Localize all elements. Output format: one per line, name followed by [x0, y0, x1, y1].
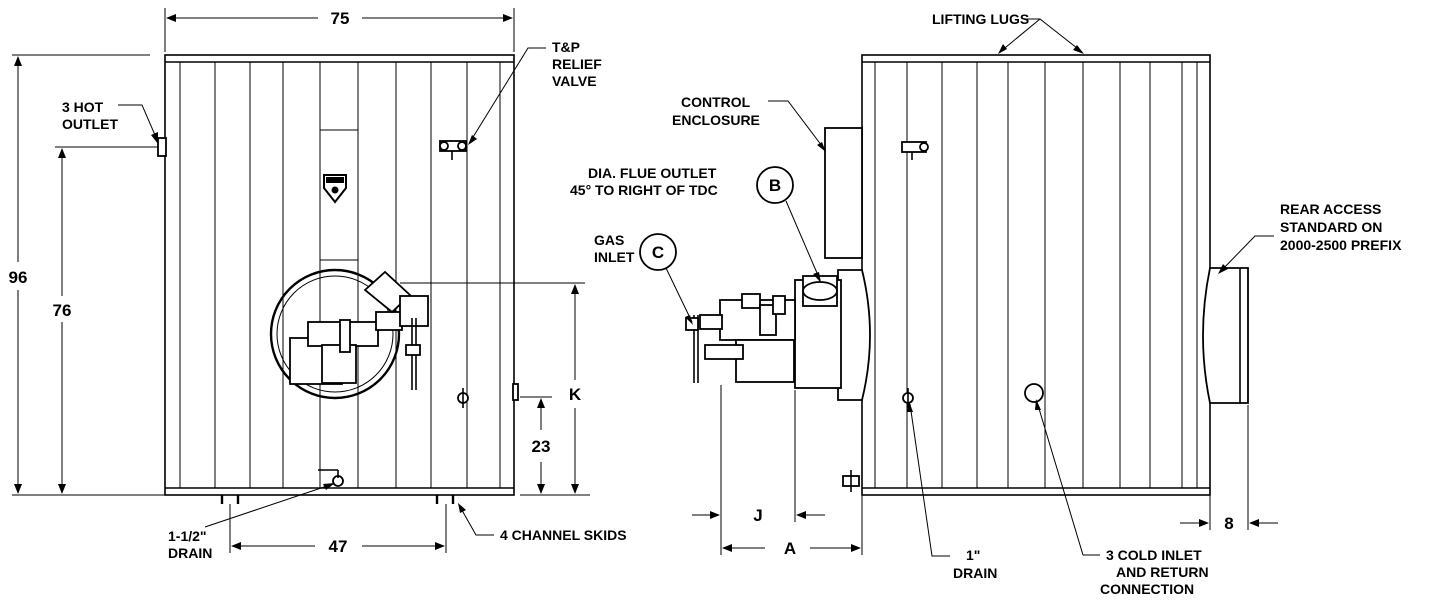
tp-valve-icon [439, 140, 467, 160]
callout-lifting-lugs: LIFTING LUGS [932, 11, 1029, 27]
cold-inlet-icon [1024, 383, 1044, 403]
side-jacket-panels [874, 62, 1198, 488]
flue-circle [756, 166, 794, 204]
callout-channel-skids: 4 CHANNEL SKIDS [500, 527, 627, 543]
dim-burner-j: J [753, 506, 762, 525]
front-view [157, 54, 519, 504]
front-shell [164, 54, 515, 496]
side-shell [861, 54, 1211, 496]
front-jacket-panels [179, 62, 501, 488]
dim-overall-height: 96 [9, 268, 28, 287]
dim-skid-spacing: 47 [329, 537, 348, 556]
callout-drain-right: 1"DRAIN [953, 547, 997, 581]
side-drain-icon [902, 388, 914, 408]
side-view: B C [639, 54, 1249, 496]
dim-rear-access: 8 [1224, 514, 1233, 533]
dim-burner-a: A [784, 539, 796, 558]
side-burner-plate [794, 269, 871, 401]
burner-door [269, 268, 401, 400]
front-drain-icon [318, 469, 344, 487]
pvi-logo-icon [323, 174, 347, 204]
gas-train [685, 293, 796, 383]
front-fitting-icon [457, 388, 469, 408]
dim-top-width: 75 [331, 9, 350, 28]
control-enclosure [824, 127, 863, 259]
gas-circle [639, 233, 677, 271]
dim-burner-k: K [569, 385, 582, 404]
side-bottom-valve-icon [842, 470, 860, 492]
side-dimensions: J A 8 [692, 385, 1278, 558]
dim-drain-height: 23 [532, 437, 551, 456]
front-skids [220, 495, 455, 504]
flue-circle-label: B [769, 176, 781, 195]
rear-access-door [1202, 267, 1249, 404]
side-fitting-top-icon [901, 141, 929, 160]
gas-circle-label: C [652, 243, 664, 262]
callout-drain-left: 1-1/2"DRAIN [168, 528, 212, 561]
front-dimensions: 75 96 76 23 K [9, 8, 590, 556]
dim-hot-outlet-height: 76 [53, 301, 72, 320]
front-burner [289, 270, 429, 390]
